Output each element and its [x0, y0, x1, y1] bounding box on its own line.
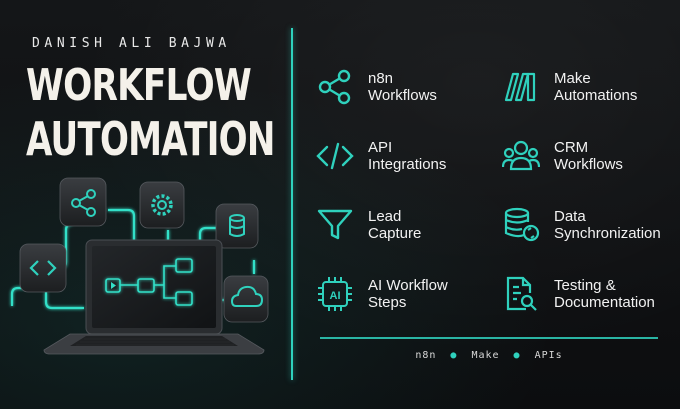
ai-chip-icon: AI [318, 277, 352, 311]
service-label-line1: API [368, 139, 393, 156]
service-label-line2: Workflows [554, 156, 623, 173]
books-icon [504, 72, 536, 102]
bullet-dot-icon: ● [450, 350, 458, 361]
service-label-line2: Integrations [368, 156, 447, 173]
service-label-line1: n8n [368, 70, 394, 87]
tile-cloud-icon [223, 275, 269, 323]
author-name: DANISH ALI BAJWA [32, 36, 231, 51]
tile-code-icon [19, 243, 67, 293]
service-label-line1: Make [554, 70, 591, 87]
funnel-icon [317, 209, 353, 240]
service-label-line2: Workflows [368, 87, 437, 104]
svg-text:AI: AI [330, 290, 341, 302]
document-search-icon [506, 276, 537, 311]
footer-tag-make: Make [471, 350, 500, 361]
laptop [43, 239, 265, 355]
code-icon [316, 142, 354, 170]
footer-tag-apis: APIs [534, 350, 563, 361]
service-label-line1: AI Workflow [368, 277, 448, 294]
service-label-line2: Synchronization [554, 225, 661, 242]
service-label-line2: Documentation [554, 294, 655, 311]
service-label-line1: Lead [368, 208, 402, 225]
service-label-line2: Capture [368, 225, 422, 242]
title-line-2: AUTOMATION [26, 112, 275, 166]
footer-tag-n8n: n8n [415, 350, 437, 361]
database-sync-icon [504, 207, 540, 242]
workflow-illustration [10, 177, 269, 355]
service-label-line2: Steps [368, 294, 407, 311]
tile-gear-icon [139, 181, 185, 229]
title-line-1: WORKFLOW [26, 60, 252, 111]
share-nodes-icon [318, 69, 351, 105]
service-label-line1: Testing & [554, 277, 616, 294]
horizontal-divider [320, 337, 658, 339]
bullet-dot-icon: ● [513, 350, 521, 361]
vertical-divider [291, 28, 293, 380]
tile-share-icon [59, 177, 107, 227]
service-testing-documentation: Testing &Documentation [502, 275, 655, 313]
service-label-line1: Data [554, 208, 586, 225]
tile-database-icon [215, 203, 259, 249]
users-icon [502, 140, 540, 171]
service-label-line2: Automations [554, 87, 638, 104]
service-label-line1: CRM [554, 139, 589, 156]
footer-tags: n8n ● Make ● APIs [320, 350, 658, 361]
